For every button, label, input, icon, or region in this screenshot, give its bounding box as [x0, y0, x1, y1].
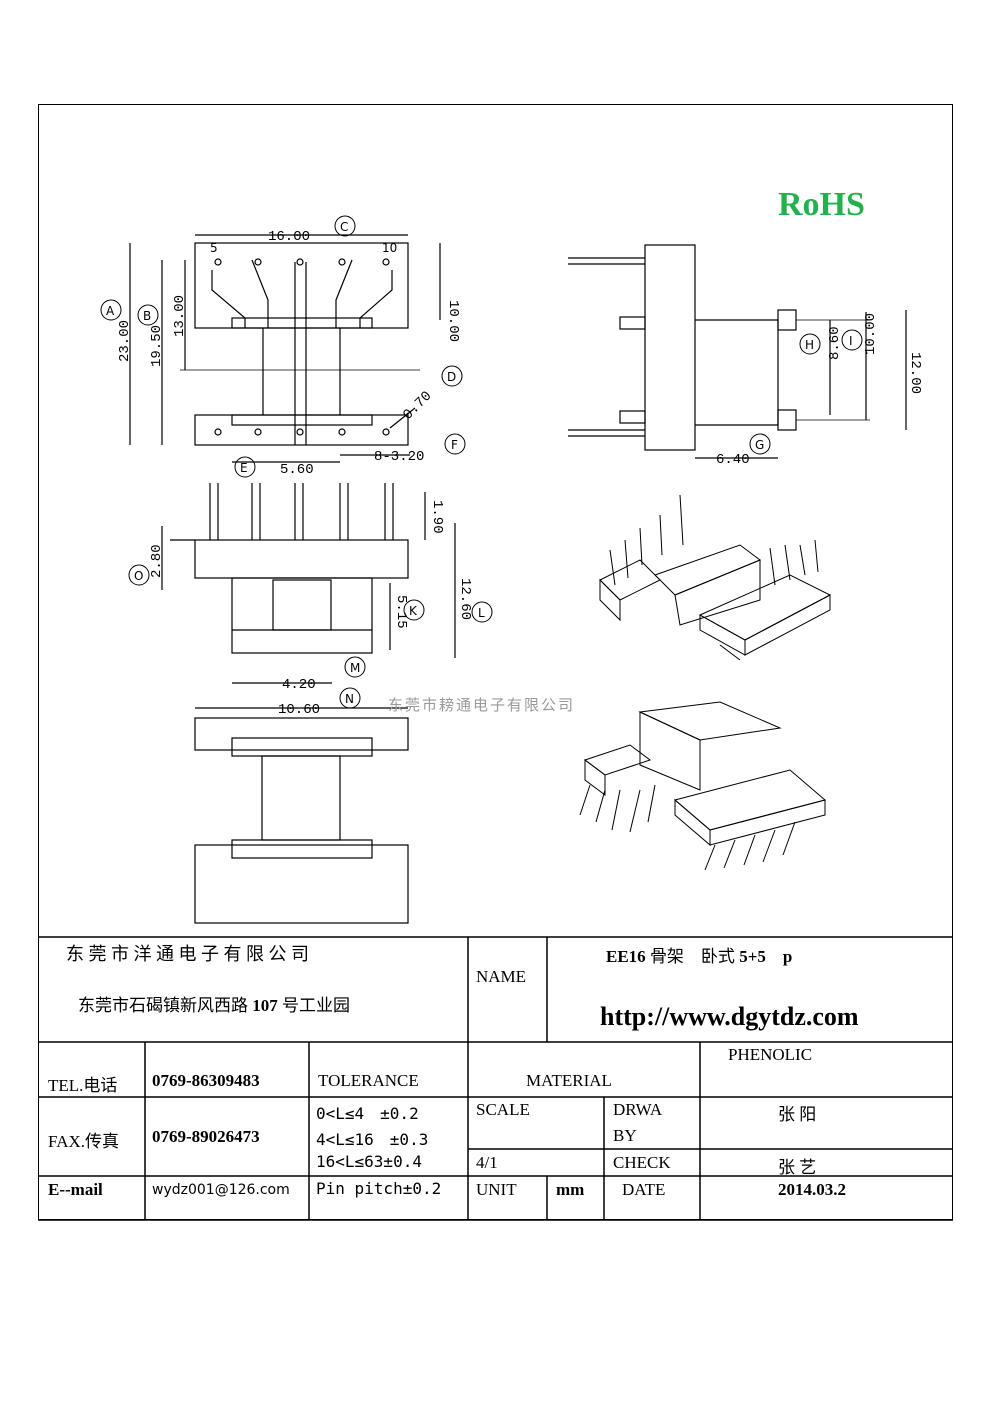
date-label: DATE [622, 1180, 666, 1199]
dim-12-60: 12.60 [457, 578, 473, 620]
tel-label: TEL.电话 [48, 1076, 118, 1095]
title-block-grid [38, 936, 953, 1221]
dim-8-3-20: 8-3.20 [374, 449, 424, 465]
dim-5-60: 5.60 [280, 462, 314, 478]
callout-d: D [447, 370, 456, 384]
email-label: E--mail [48, 1180, 103, 1199]
watermark-text: 东莞市耪通电子有限公司 [388, 696, 576, 714]
dim-16-00: 16.00 [268, 229, 310, 245]
callouts [100, 215, 863, 709]
tolerance-row-4: Pin pitch±0.2 [316, 1179, 442, 1198]
dim-13-00: 13.00 [172, 295, 188, 337]
callout-i: I [849, 334, 853, 348]
callout-m: M [350, 661, 360, 675]
email-value[interactable]: wydz001@126.com [152, 1182, 290, 1198]
dim-12-00: 12.00 [907, 352, 923, 394]
pin-label-10: 10 [382, 241, 397, 255]
material-label: MATERIAL [526, 1071, 612, 1090]
dim-8-60: 8.60 [827, 326, 843, 360]
dim-10-00: 10.00 [445, 300, 461, 342]
rohs-mark: RoHS [778, 186, 865, 223]
callout-f: F [451, 438, 458, 452]
dim-2-80: 2.80 [149, 544, 165, 578]
drawn-value: 张 阳 [778, 1105, 817, 1124]
drawn-label-1: DRWA [613, 1100, 663, 1119]
dim-5-15: 5.15 [393, 595, 409, 629]
side-view [568, 244, 907, 459]
unit-value: mm [556, 1180, 585, 1199]
tel-value: 0769-86309483 [152, 1071, 260, 1090]
top-view [129, 234, 441, 463]
callout-g: G [755, 438, 764, 452]
website-link[interactable]: http://www.dgytdz.com [600, 1002, 859, 1031]
dim-6-40: 6.40 [716, 452, 750, 468]
tolerance-row-3: 16<L≤63±0.4 [316, 1152, 422, 1171]
scale-value: 4/1 [476, 1153, 498, 1172]
dim-10-60: 10.60 [278, 702, 320, 718]
tolerance-row-2: 4<L≤16 ±0.3 [316, 1130, 429, 1149]
dim-4-20: 4.20 [282, 677, 316, 693]
front-view [161, 483, 456, 709]
callout-c: C [340, 220, 348, 234]
fax-value: 0769-89026473 [152, 1127, 260, 1146]
dim-23-00: 23.00 [117, 320, 133, 362]
iso-view-upper [599, 494, 832, 661]
pin-label-5: 5 [210, 241, 218, 255]
callout-h: H [805, 338, 814, 352]
dim-19-50: 19.50 [149, 325, 165, 367]
callout-b: B [143, 309, 151, 323]
company-name: 东 莞 市 洋 通 电 子 有 限 公 司 [66, 944, 309, 964]
part-name: EE16 骨架 卧式 5+5 p [606, 947, 793, 966]
tolerance-label: TOLERANCE [318, 1071, 419, 1090]
dim-pin-dia: 0.70 [400, 388, 435, 423]
callout-e: E [240, 461, 248, 475]
callout-a: A [106, 304, 115, 318]
check-label: CHECK [613, 1153, 671, 1172]
iso-view-lower [579, 701, 827, 871]
drawn-label-2: BY [613, 1126, 637, 1145]
bottom-view [194, 717, 409, 924]
callout-o: O [134, 569, 143, 583]
material-value: PHENOLIC [728, 1045, 813, 1064]
callout-n: N [345, 692, 354, 706]
dim-side-10-00: 10.00 [863, 313, 879, 355]
callout-l: L [478, 606, 485, 620]
check-value: 张 艺 [778, 1158, 817, 1177]
callout-k: K [409, 604, 418, 618]
unit-label: UNIT [476, 1180, 517, 1199]
scale-label: SCALE [476, 1100, 530, 1119]
tolerance-row-1: 0<L≤4 ±0.2 [316, 1104, 419, 1123]
name-label: NAME [476, 967, 527, 986]
fax-label: FAX.传真 [48, 1132, 119, 1151]
dim-1-90: 1.90 [429, 500, 445, 534]
date-value: 2014.03.2 [778, 1180, 846, 1199]
company-address: 东莞市石碣镇新风西路 107 号工业园 [78, 996, 350, 1015]
